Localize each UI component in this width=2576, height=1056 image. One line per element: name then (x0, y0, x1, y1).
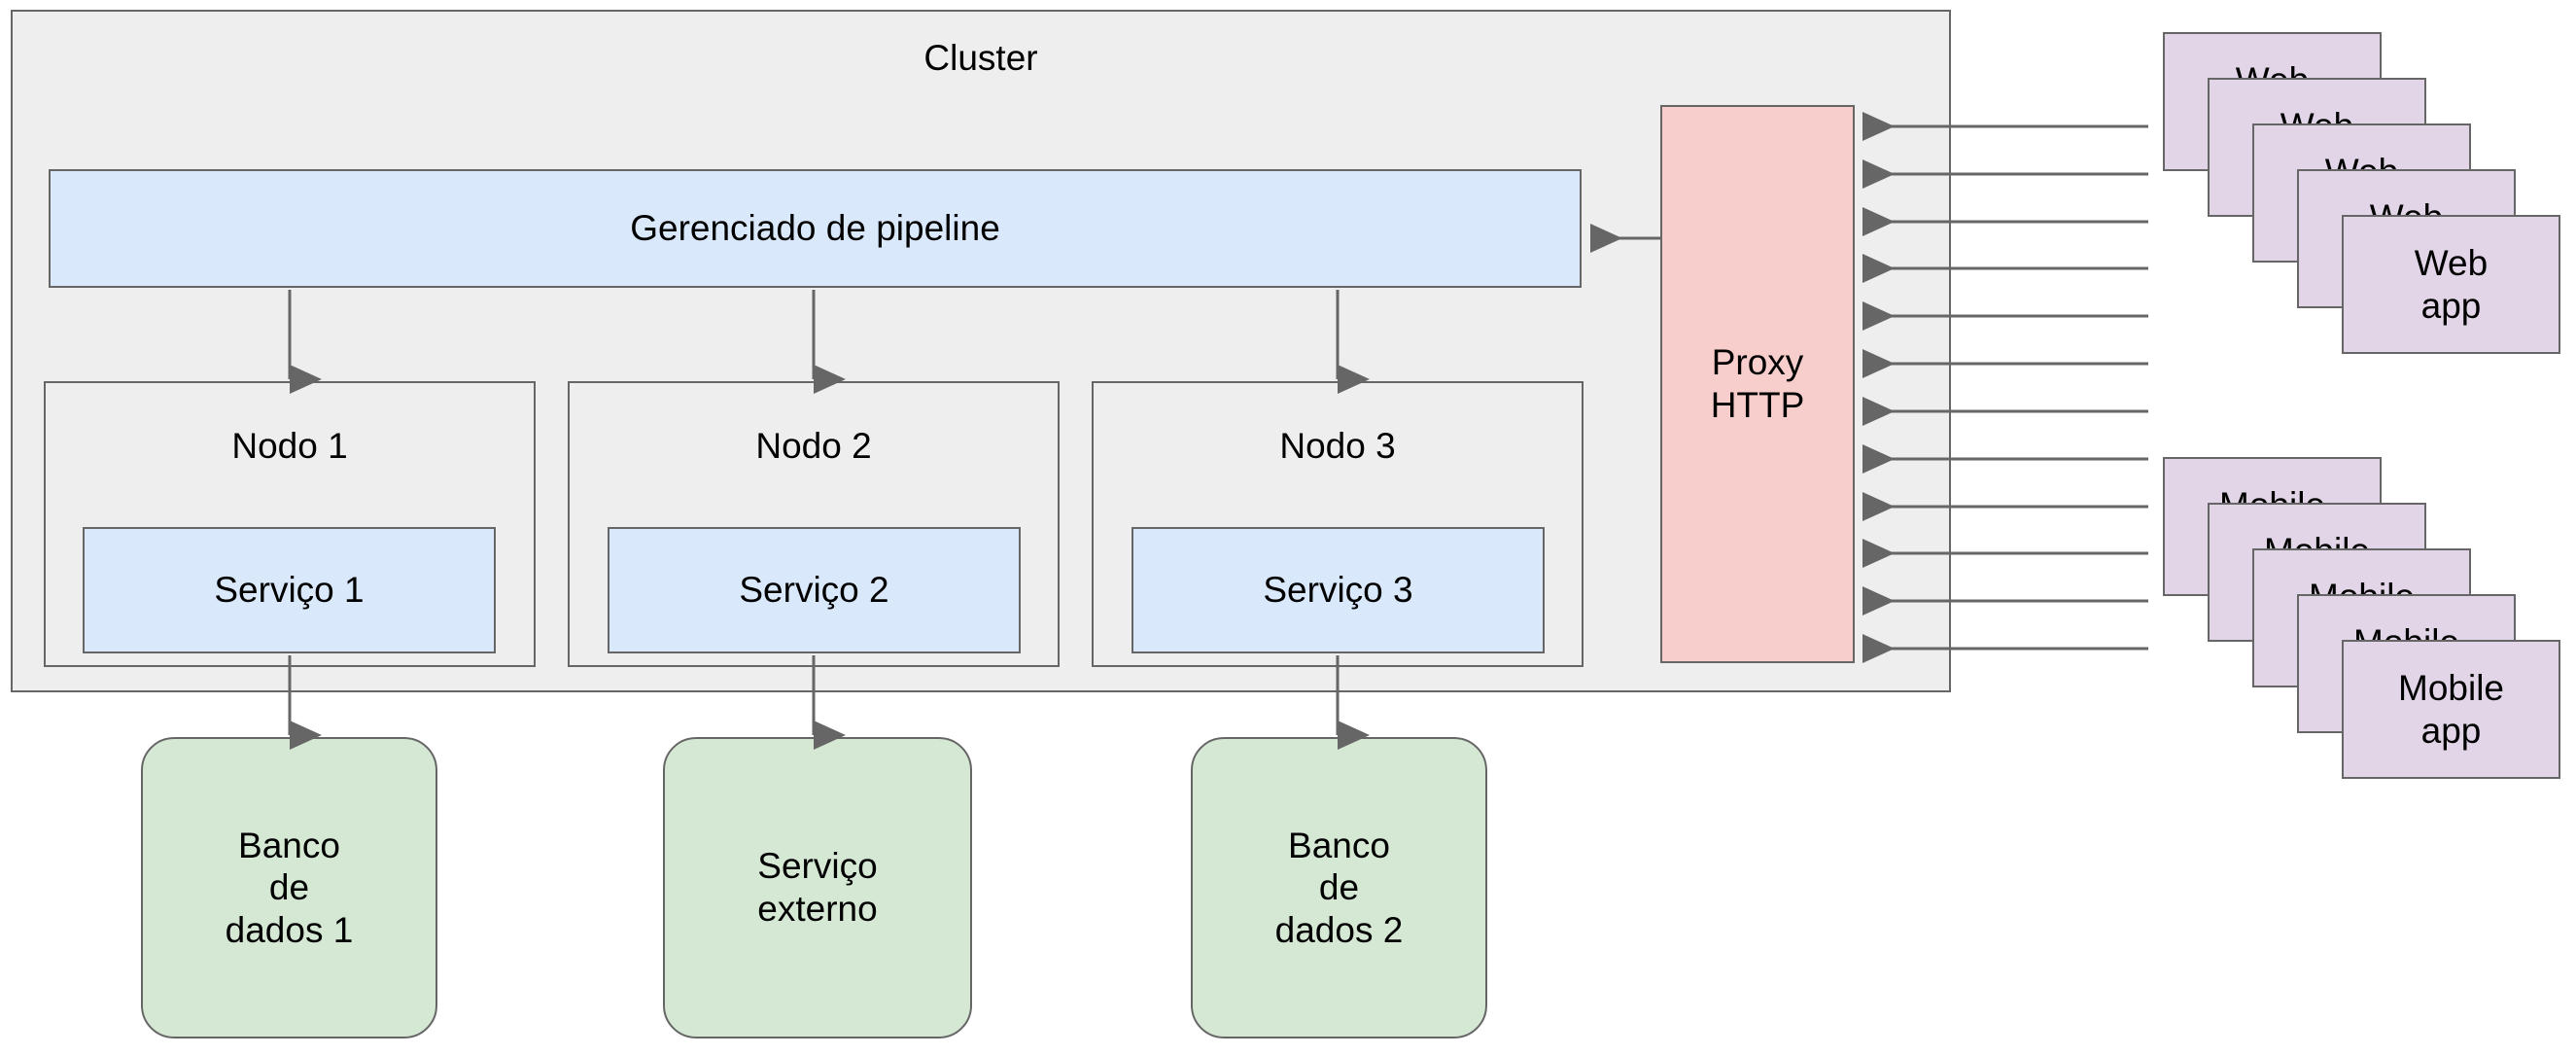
service-box-3: Serviço 3 (1131, 527, 1545, 653)
proxy-http-box: Proxy HTTP (1660, 105, 1855, 663)
database-1-box: Banco de dados 1 (141, 737, 437, 1038)
database-2-box: Banco de dados 2 (1191, 737, 1487, 1038)
mobile-app-card-5: Mobile app (2342, 640, 2560, 779)
node-label-3: Nodo 3 (1279, 426, 1396, 467)
web-app-card-5: Web app (2342, 215, 2560, 354)
node-label-2: Nodo 2 (755, 426, 872, 467)
node-label-1: Nodo 1 (231, 426, 348, 467)
service-box-1: Serviço 1 (83, 527, 496, 653)
external-service-box: Serviço externo (663, 737, 972, 1038)
pipeline-manager-box: Gerenciado de pipeline (49, 169, 1582, 288)
cluster-title: Cluster (923, 38, 1038, 79)
service-box-2: Serviço 2 (608, 527, 1021, 653)
